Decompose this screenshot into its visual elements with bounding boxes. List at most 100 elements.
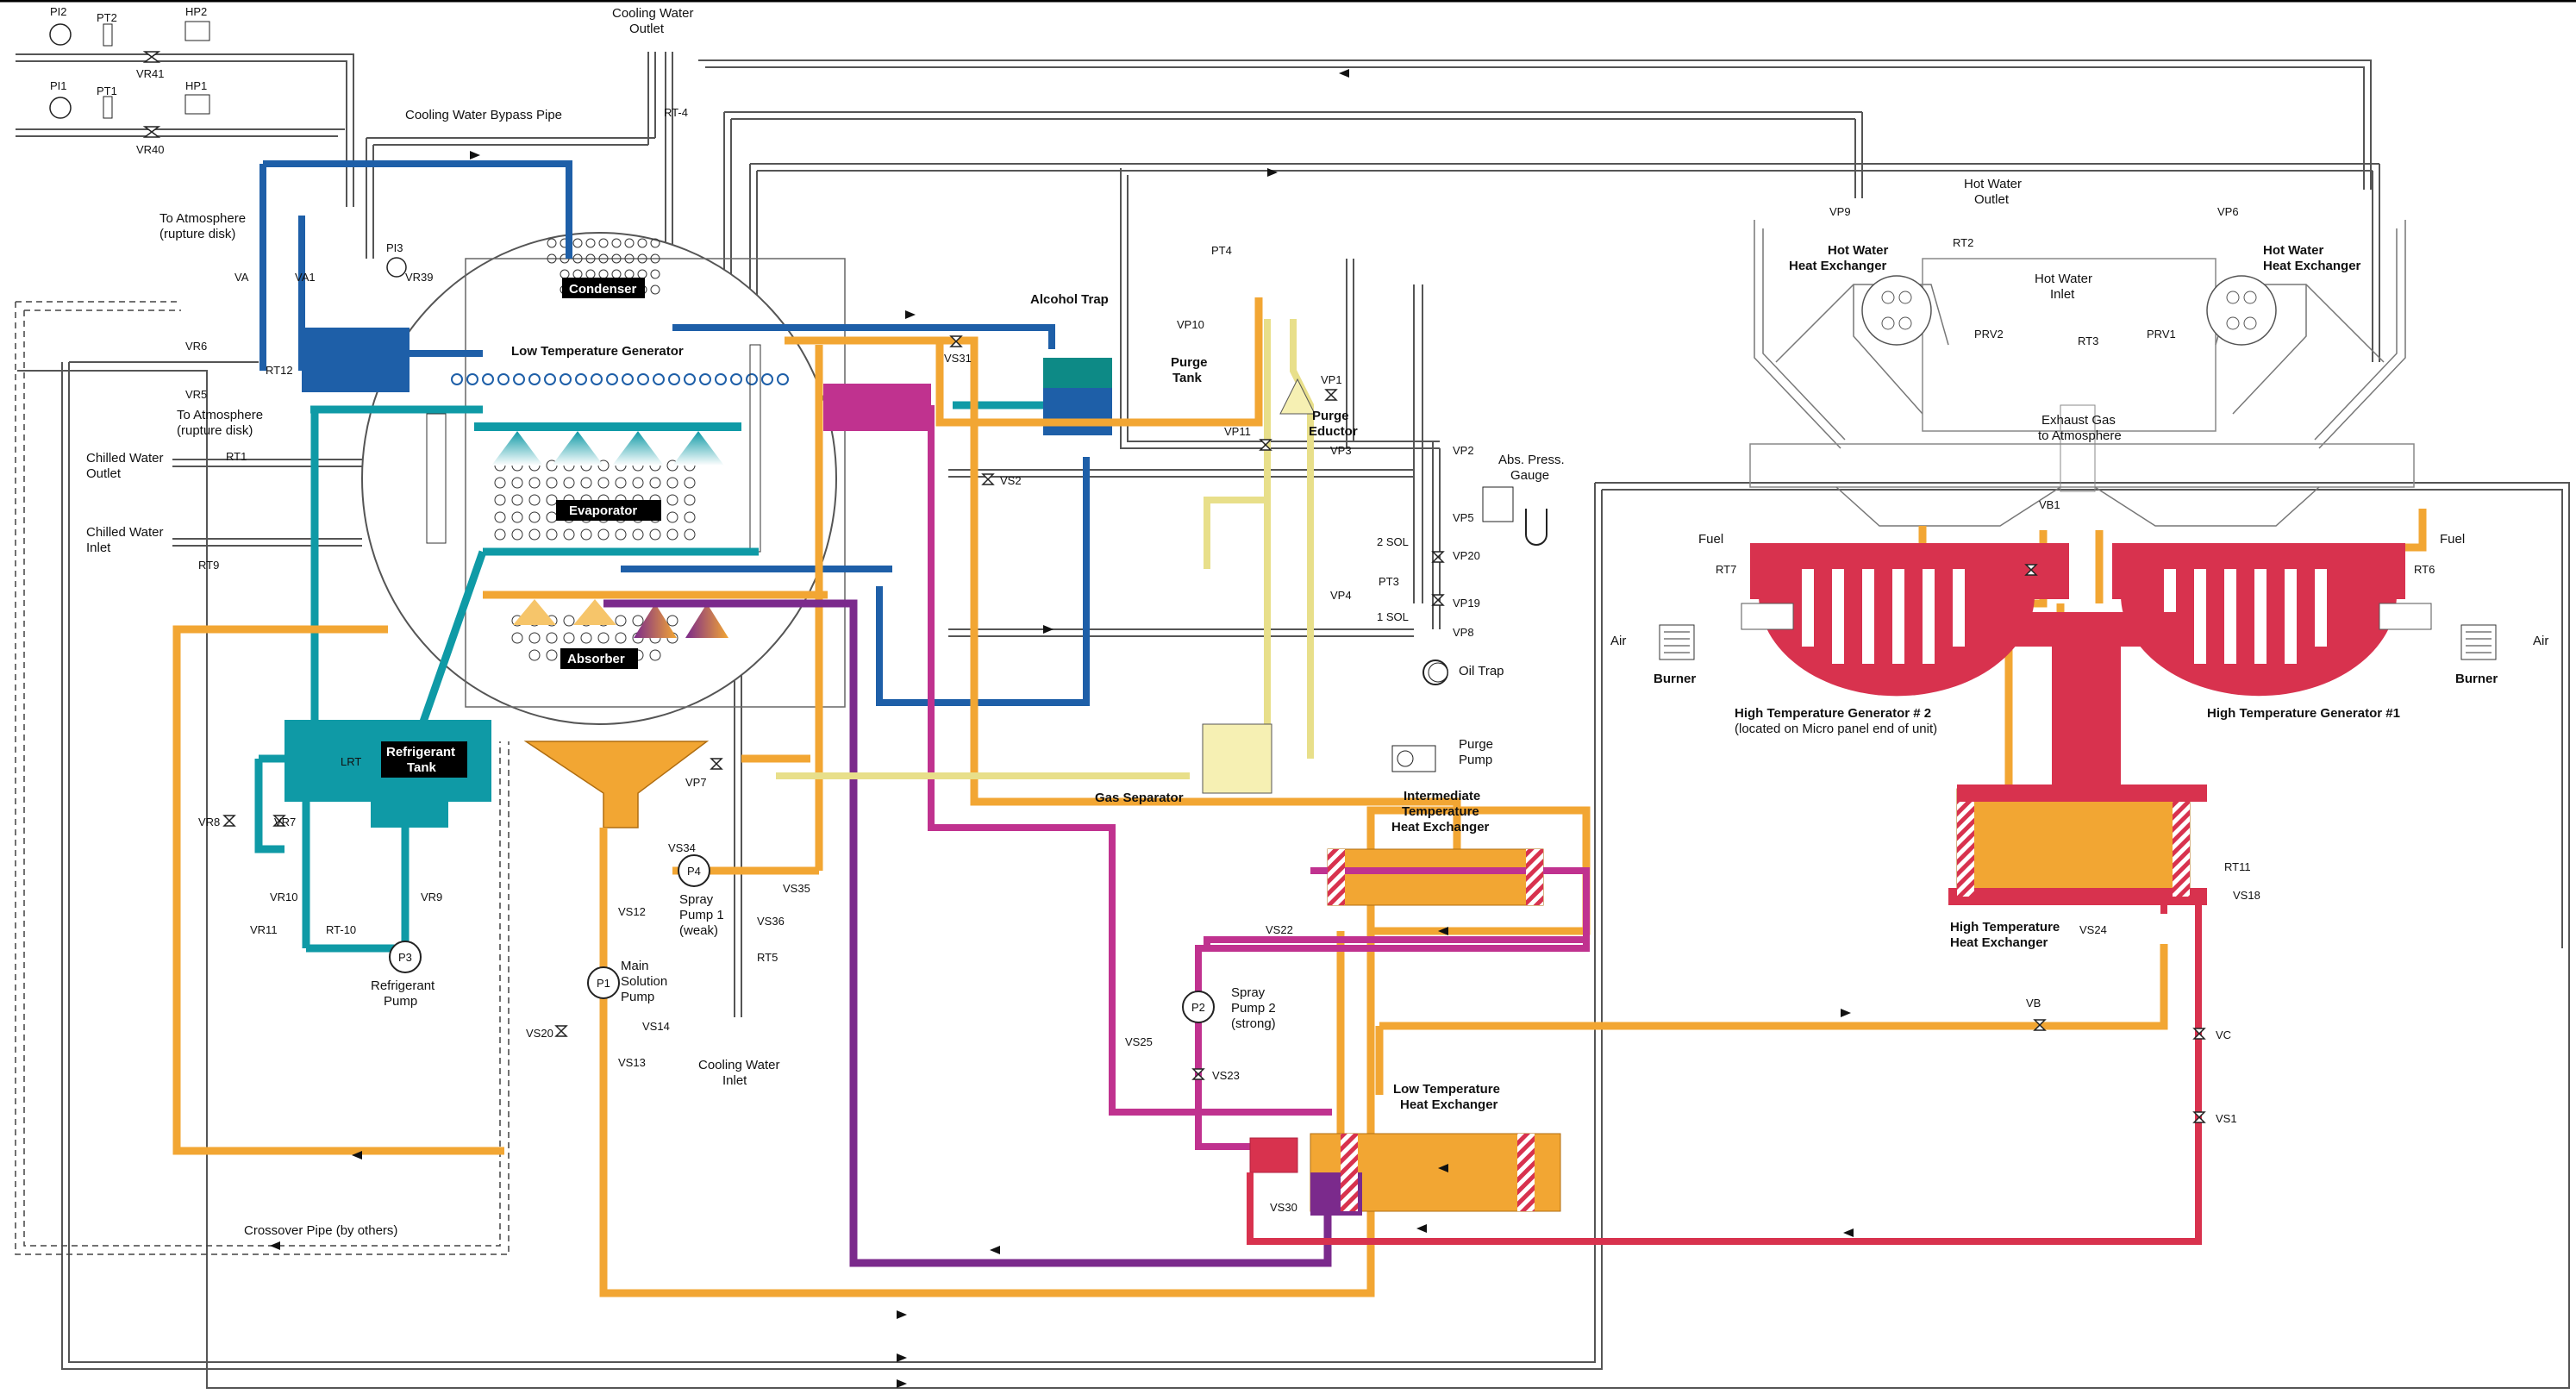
pump-p3 — [389, 941, 422, 973]
gas-separator-label: Gas Separator — [1095, 791, 1184, 805]
tag-vs24: VS24 — [2079, 923, 2107, 936]
tag-vp8: VP8 — [1453, 626, 1474, 639]
htg-2 — [1741, 543, 2069, 697]
pump-p4 — [678, 854, 710, 887]
tag-vr40: VR40 — [136, 143, 165, 156]
absorber-sprays — [483, 591, 828, 638]
tag-vp5: VP5 — [1453, 511, 1474, 524]
oil-trap-label: Oil Trap — [1459, 664, 1504, 678]
hot-water-hx-right-label-1: Hot Water — [2263, 243, 2323, 258]
gauges — [49, 21, 1448, 683]
tag-rt10: RT-10 — [326, 923, 356, 936]
tag-vs36: VS36 — [757, 915, 785, 928]
tag-vr10: VR10 — [270, 891, 298, 903]
exhaust-gas-label-1: Exhaust Gas — [2041, 413, 2116, 428]
to-atmosphere-2-line-2: (rupture disk) — [177, 423, 253, 438]
tag-pi1: PI1 — [50, 79, 67, 92]
purge-eductor-label-2: Eductor — [1309, 424, 1358, 439]
intermediate-hx-label-1: Intermediate — [1404, 789, 1480, 803]
tag-vr41: VR41 — [136, 67, 165, 80]
spray-pump-2-label-2: Pump 2 — [1231, 1001, 1276, 1016]
cooling-water-inlet-line-1: Cooling Water — [698, 1058, 779, 1072]
tag-vb: VB — [2026, 997, 2041, 1010]
tag-vr39: VR39 — [405, 271, 434, 284]
tag-hp1: HP1 — [185, 79, 207, 92]
chilled-water-inlet-line-2: Inlet — [86, 541, 111, 555]
hot-water-hx-left — [1861, 275, 1932, 346]
abs-press-gauge-body — [1482, 486, 1547, 546]
tag-vp2: VP2 — [1453, 444, 1474, 457]
tag-vs31: VS31 — [944, 352, 972, 365]
intermediate-hx — [1328, 849, 1543, 905]
tag-2sol: 2 SOL — [1377, 535, 1409, 548]
flow-arrows — [270, 69, 1854, 1388]
tag-prv1: PRV1 — [2147, 328, 2176, 341]
tag-vp9: VP9 — [1829, 205, 1851, 218]
tag-vr11: VR11 — [250, 923, 278, 936]
htg-riser — [1948, 612, 2207, 905]
to-atmosphere-1-line-1: To Atmosphere — [159, 211, 246, 226]
chilled-water-outlet-line-2: Outlet — [86, 466, 122, 481]
valves — [142, 51, 2206, 1123]
intermediate-solution-pipes — [823, 384, 1590, 1173]
spray-pump-1-label-1: Spray — [679, 892, 714, 907]
low-temp-hx-label-2: Heat Exchanger — [1400, 1097, 1498, 1112]
tag-vr7: VR7 — [274, 816, 296, 828]
tag-vb1: VB1 — [2039, 498, 2060, 511]
tag-vs14: VS14 — [642, 1020, 670, 1033]
spray-pump-2-label-3: (strong) — [1231, 1016, 1276, 1031]
cooling-water-outlet-label-1: Cooling Water — [612, 6, 693, 21]
tag-prv2: PRV2 — [1974, 328, 2004, 341]
ltg-tubes — [451, 373, 789, 385]
tag-vs35: VS35 — [783, 882, 810, 895]
tag-pt3: PT3 — [1379, 575, 1399, 588]
spray-pump-2-label-1: Spray — [1231, 985, 1266, 1000]
burner-left-label: Burner — [1654, 672, 1696, 686]
low-temp-hx-label-1: Low Temperature — [1393, 1082, 1500, 1097]
tag-rt11: RT11 — [2224, 860, 2251, 873]
air-right-label: Air — [2533, 634, 2548, 648]
tag-vp19: VP19 — [1453, 597, 1480, 609]
main-solution-pump-label-1: Main — [621, 959, 649, 973]
condenser-label: Condenser — [569, 282, 637, 297]
htg2-label-1: High Temperature Generator # 2 — [1735, 706, 1931, 721]
tag-vs22: VS22 — [1266, 923, 1293, 936]
purge-pump-body — [1391, 659, 1448, 772]
low-temp-hx — [1341, 1134, 1535, 1211]
absorber-label: Absorber — [567, 652, 625, 666]
tag-p2: P2 — [1191, 1001, 1205, 1014]
tag-rt9: RT9 — [198, 559, 219, 572]
tag-lrt: LRT — [341, 755, 361, 768]
hot-water-outlet-label-1: Hot Water — [1964, 177, 2022, 191]
absorber-sump — [523, 741, 710, 828]
tag-rt1: RT1 — [226, 450, 247, 463]
tag-vs23: VS23 — [1212, 1069, 1240, 1082]
tag-vs2: VS2 — [1000, 474, 1022, 487]
main-solution-pump-label-2: Solution — [621, 974, 667, 989]
hot-water-inlet-label-2: Inlet — [2050, 287, 2075, 302]
tag-vp7: VP7 — [685, 776, 707, 789]
purge-pump-label-1: Purge — [1459, 737, 1493, 752]
to-atmosphere-1-line-2: (rupture disk) — [159, 227, 235, 241]
tag-vs25: VS25 — [1125, 1035, 1153, 1048]
refrigerant-tank-label-2: Tank — [407, 760, 437, 775]
htg2-label-2: (located on Micro panel end of unit) — [1735, 722, 1937, 736]
purge-tank-label-1: Purge — [1171, 355, 1208, 370]
tag-va1: VA1 — [295, 271, 316, 284]
tag-vp6: VP6 — [2217, 205, 2239, 218]
hot-water-inlet-label-1: Hot Water — [2035, 272, 2092, 286]
intermediate-hx-label-2: Temperature — [1402, 804, 1479, 819]
cooling-water-outlet-label-2: Outlet — [629, 22, 665, 36]
burner-right — [2460, 624, 2497, 660]
tag-vr6: VR6 — [185, 340, 207, 353]
tag-vs20: VS20 — [526, 1027, 553, 1040]
high-temp-hx-label-1: High Temperature — [1950, 920, 2060, 935]
blue-cooling-water-pipes — [259, 160, 1112, 706]
tag-vr5: VR5 — [185, 388, 207, 401]
hot-water-hx-left-label-2: Heat Exchanger — [1789, 259, 1887, 273]
tag-p3: P3 — [398, 951, 412, 964]
spray-pump-1-label-2: Pump 1 — [679, 908, 724, 922]
tag-vc: VC — [2216, 1028, 2231, 1041]
pump-p1 — [587, 966, 620, 999]
evaporator-sprays — [474, 422, 741, 466]
